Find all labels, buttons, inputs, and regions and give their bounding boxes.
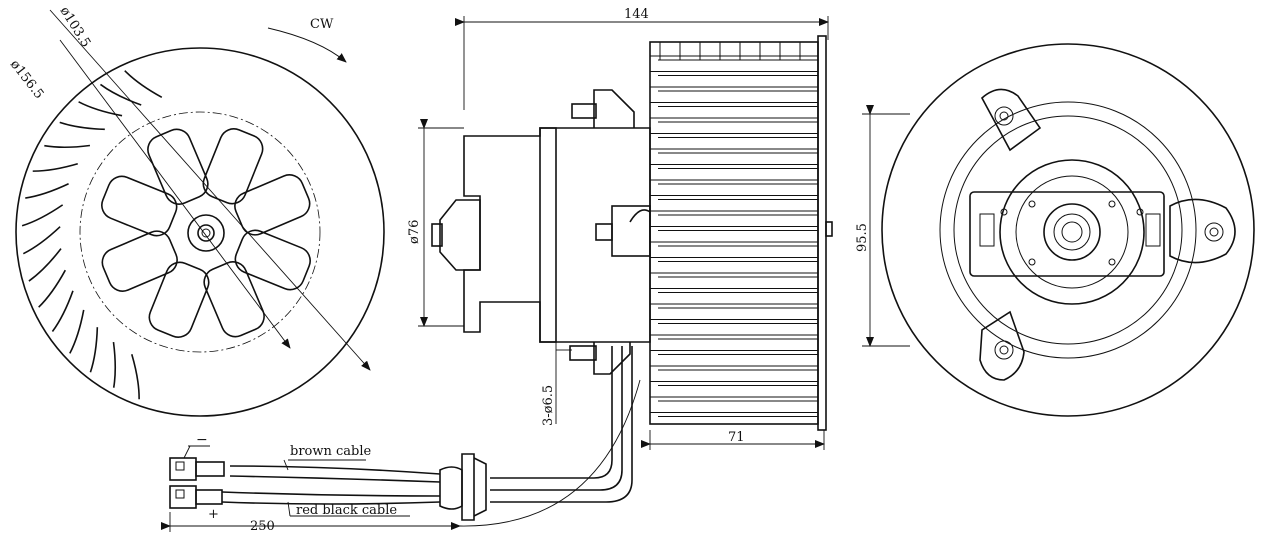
front-view-wheel: [15, 9, 385, 417]
rear-view-housing: [862, 43, 1255, 417]
motor-diameter-label: ø76: [407, 220, 422, 244]
impeller-width-label: 71: [728, 430, 745, 445]
brown-cable-label: brown cable: [290, 444, 372, 459]
polarity-positive-label: +: [208, 507, 219, 522]
impeller-fins: [650, 42, 818, 417]
outer-diameter-label: ø156.5: [7, 57, 47, 102]
polarity-negative-label: −: [196, 432, 208, 448]
wheel-blade-marks: [21, 70, 163, 400]
overall-length-label: 144: [624, 7, 649, 22]
red-black-cable-label: red black cable: [296, 503, 397, 518]
wheel-spokes: [101, 128, 311, 338]
side-view-motor: [161, 16, 833, 532]
rotation-label: CW: [310, 17, 334, 32]
holes-label: 3-ø6.5: [541, 385, 556, 426]
housing-height-label: 95.5: [855, 223, 870, 252]
cable-length-label: 250: [250, 519, 275, 534]
